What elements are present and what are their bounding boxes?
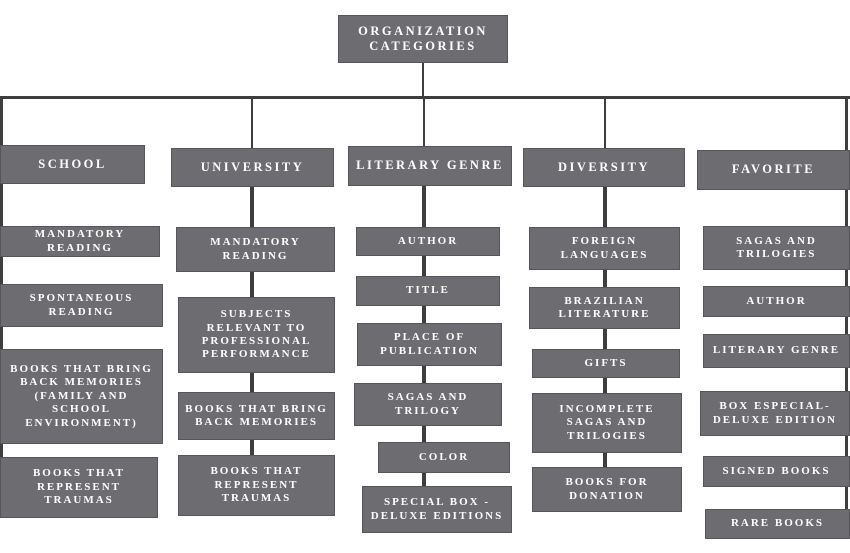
node-diversity: DIVERSITY bbox=[523, 148, 685, 187]
node-favorite: FAVORITE bbox=[697, 150, 850, 190]
node-school: SCHOOL bbox=[0, 145, 145, 184]
node-university-books-that-bring-back-memories: BOOKS THAT BRING BACK MEMORIES bbox=[178, 392, 335, 440]
node-genre-title: TITLE bbox=[356, 276, 500, 306]
university-drop-line bbox=[251, 99, 253, 148]
node-diversity-gifts: GIFTS bbox=[532, 349, 680, 378]
node-university: UNIVERSITY bbox=[171, 148, 334, 187]
node-literary-genre: LITERARY GENRE bbox=[348, 146, 512, 186]
node-university-subjects-relevant: SUBJECTS RELEVANT TO PROFESSIONAL PERFOR… bbox=[178, 297, 335, 373]
node-diversity-incomplete-sagas-and-trilogies: INCOMPLETE SAGAS AND TRILOGIES bbox=[532, 393, 682, 453]
node-school-books-that-represent-traumas: BOOKS THAT REPRESENT TRAUMAS bbox=[0, 457, 158, 518]
node-favorite-rare-books: RARE BOOKS bbox=[705, 509, 850, 539]
node-favorite-literary-genre: LITERARY GENRE bbox=[703, 334, 850, 368]
node-diversity-books-for-donation: BOOKS FOR DONATION bbox=[532, 467, 682, 512]
node-genre-author: AUTHOR bbox=[356, 227, 500, 256]
root-connector-line bbox=[422, 63, 424, 97]
node-university-mandatory-reading: MANDATORY READING bbox=[176, 227, 335, 272]
node-favorite-sagas-and-trilogies: SAGAS AND TRILOGIES bbox=[703, 226, 850, 270]
node-diversity-foreign-languages: FOREIGN LANGUAGES bbox=[529, 227, 680, 270]
node-favorite-box-especial-deluxe-edition: BOX ESPECIAL- DELUXE EDITION bbox=[700, 391, 850, 436]
node-favorite-author: AUTHOR bbox=[703, 286, 850, 317]
diversity-drop-line bbox=[604, 99, 606, 148]
node-genre-sagas-and-trilogy: SAGAS AND TRILOGY bbox=[354, 383, 502, 426]
literary-genre-drop-line bbox=[423, 99, 425, 146]
main-horizontal-connector bbox=[0, 96, 850, 99]
node-diversity-brazilian-literature: BRAZILIAN LITERATURE bbox=[529, 287, 680, 329]
school-column-spine bbox=[0, 96, 3, 458]
node-favorite-signed-books: SIGNED BOOKS bbox=[703, 456, 850, 487]
node-genre-color: COLOR bbox=[378, 442, 510, 473]
node-university-books-that-represent-traumas: BOOKS THAT REPRESENT TRAUMAS bbox=[178, 455, 335, 516]
node-genre-special-box-deluxe-editions: SPECIAL BOX - DELUXE EDITIONS bbox=[362, 486, 512, 533]
node-school-books-that-bring-back-memories: BOOKS THAT BRING BACK MEMORIES (FAMILY A… bbox=[0, 349, 163, 444]
node-school-mandatory-reading: MANDATORY READING bbox=[0, 226, 160, 257]
node-organization-categories: ORGANIZATION CATEGORIES bbox=[338, 15, 508, 63]
node-genre-place-of-publication: PLACE OF PUBLICATION bbox=[357, 323, 502, 366]
node-school-spontaneous-reading: SPONTANEOUS READING bbox=[0, 284, 163, 327]
